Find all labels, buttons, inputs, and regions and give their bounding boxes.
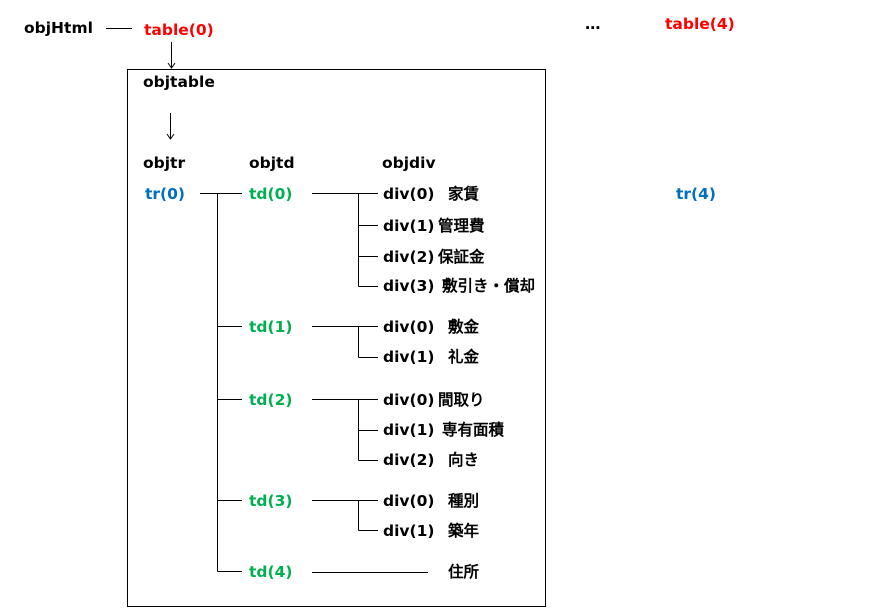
- div-name: 家賃: [448, 185, 480, 203]
- td-label: td(2): [249, 391, 293, 409]
- objtable-box: [127, 69, 546, 607]
- objtable-label: objtable: [143, 73, 215, 91]
- tr-0-label: tr(0): [145, 185, 186, 203]
- div-index: div(3): [383, 277, 435, 295]
- div-name: 管理費: [438, 217, 485, 235]
- td-label: td(1): [249, 318, 293, 336]
- objdiv-header: objdiv: [382, 154, 436, 172]
- table-0-label: table(0): [144, 21, 214, 39]
- div-name: 保証金: [438, 248, 485, 266]
- td-label: td(4): [249, 563, 293, 581]
- div-index: div(1): [383, 217, 435, 235]
- td-label: td(3): [249, 492, 293, 510]
- ellipsis: …: [585, 15, 601, 33]
- div-index: div(0): [383, 391, 435, 409]
- div-index: div(1): [383, 522, 435, 540]
- div-index: div(0): [383, 492, 435, 510]
- objtr-header: objtr: [143, 154, 186, 172]
- div-index: div(1): [383, 348, 435, 366]
- div-index: div(1): [383, 421, 435, 439]
- div-name: 敷金: [448, 318, 480, 336]
- div-name: 間取り: [438, 391, 485, 409]
- div-name: 敷引き・償却: [442, 277, 536, 295]
- tr-4-label: tr(4): [676, 185, 717, 203]
- div-name: 礼金: [448, 348, 480, 366]
- div-name: 種別: [448, 492, 480, 510]
- div-index: div(2): [383, 248, 435, 266]
- table-arrow-head: [167, 62, 176, 69]
- div-index: div(0): [383, 318, 435, 336]
- div-index: div(0): [383, 185, 435, 203]
- div-index: div(2): [383, 451, 435, 469]
- td-label: td(0): [249, 185, 293, 203]
- objtd-header: objtd: [249, 154, 295, 172]
- objhtml-label: objHtml: [24, 19, 93, 37]
- div-name: 住所: [448, 563, 480, 581]
- div-name: 築年: [448, 522, 480, 540]
- div-name: 向き: [448, 451, 480, 469]
- tr-arrow-head: [166, 133, 175, 140]
- div-name: 専有面積: [442, 421, 505, 439]
- table-4-label: table(4): [665, 15, 735, 33]
